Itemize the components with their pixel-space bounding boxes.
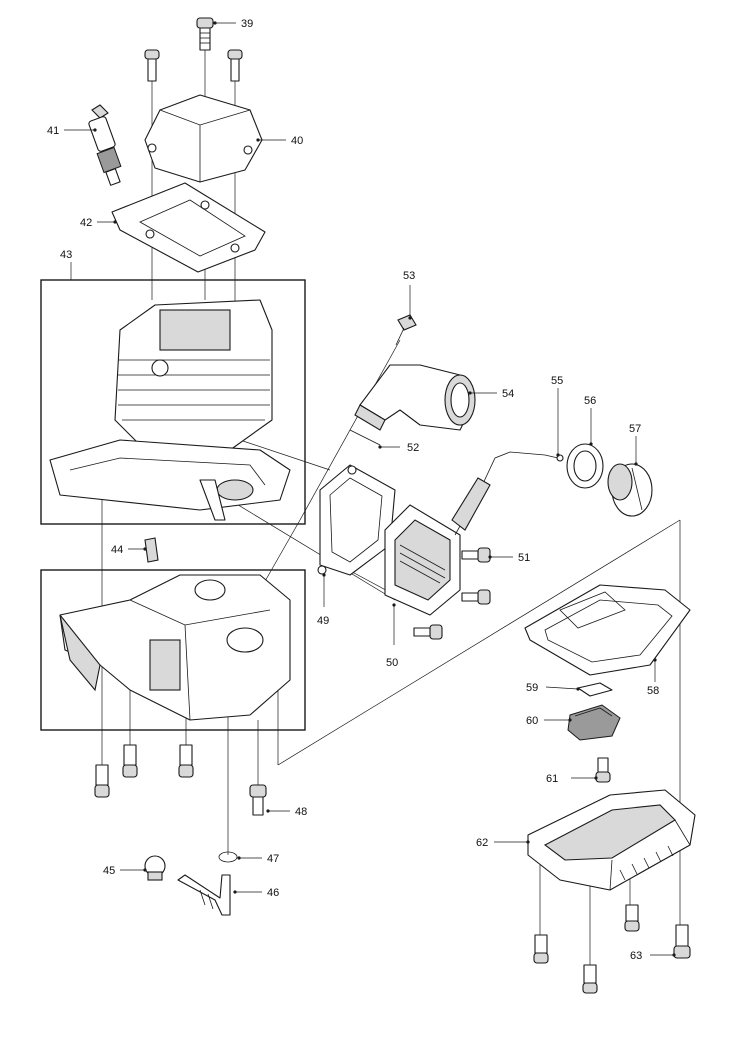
callout-44: 44 <box>111 544 123 556</box>
screw-61 <box>595 757 611 783</box>
callout-39: 39 <box>241 18 253 30</box>
bolt-63 <box>673 924 691 959</box>
callout-45: 45 <box>103 865 115 877</box>
callout-60: 60 <box>526 715 538 727</box>
callout-40: 40 <box>291 135 303 147</box>
callout-41: 41 <box>47 125 59 137</box>
callout-48: 48 <box>295 806 307 818</box>
dowel-pin-44 <box>144 537 159 563</box>
callout-46: 46 <box>267 887 279 899</box>
callout-55: 55 <box>551 375 563 387</box>
callout-54: 54 <box>502 388 514 400</box>
callout-57: 57 <box>629 423 641 435</box>
gasket-49 <box>317 464 396 576</box>
cylinder-screws <box>144 49 243 82</box>
callout-56: 56 <box>584 395 596 407</box>
plate-59 <box>577 682 613 697</box>
callout-52: 52 <box>407 442 419 454</box>
bolt-53 <box>395 314 417 346</box>
callout-labels: 39 40 41 42 43 44 45 46 47 48 49 50 51 5… <box>47 18 659 962</box>
cylinder-assembly-frame <box>40 279 306 525</box>
callout-47: 47 <box>267 853 279 865</box>
callout-49: 49 <box>317 615 329 627</box>
spark-plug-41 <box>88 104 122 186</box>
fuel-tank-62 <box>527 789 696 891</box>
reed-screws <box>413 547 491 640</box>
crankcase <box>59 574 291 721</box>
tank-gasket-58 <box>524 584 691 676</box>
intake-elbow-54 <box>354 364 476 431</box>
callout-43: 43 <box>60 249 72 261</box>
reed-block-50 <box>384 504 461 616</box>
cylinder-cover-40 <box>144 94 263 183</box>
callout-61: 61 <box>546 773 558 785</box>
cap-57 <box>607 463 653 517</box>
callout-63: 63 <box>630 950 642 962</box>
callout-50: 50 <box>386 657 398 669</box>
callout-42: 42 <box>80 217 92 229</box>
alignment-lines <box>101 48 681 965</box>
fuel-fitting-45 <box>144 855 166 881</box>
callout-53: 53 <box>403 270 415 282</box>
callout-59: 59 <box>526 682 538 694</box>
clip-47 <box>218 851 238 863</box>
callout-51: 51 <box>518 552 530 564</box>
tank-screws <box>533 904 640 994</box>
leader-dots <box>93 21 676 957</box>
bolt-48 <box>249 784 267 816</box>
callout-62: 62 <box>476 837 488 849</box>
cylinder-43 <box>49 299 291 521</box>
cover-gasket-42 <box>111 182 266 273</box>
callout-leaders <box>64 22 674 956</box>
valve-60 <box>567 704 621 741</box>
fuel-hose-46 <box>177 874 231 916</box>
crankcase-assembly-frame <box>40 569 306 731</box>
cover-screw-39 <box>196 17 214 51</box>
o-ring-52 <box>349 429 381 446</box>
seal-56 <box>566 443 604 489</box>
cable-55 <box>451 451 564 536</box>
callout-58: 58 <box>647 685 659 697</box>
crankcase-screws <box>94 744 194 798</box>
